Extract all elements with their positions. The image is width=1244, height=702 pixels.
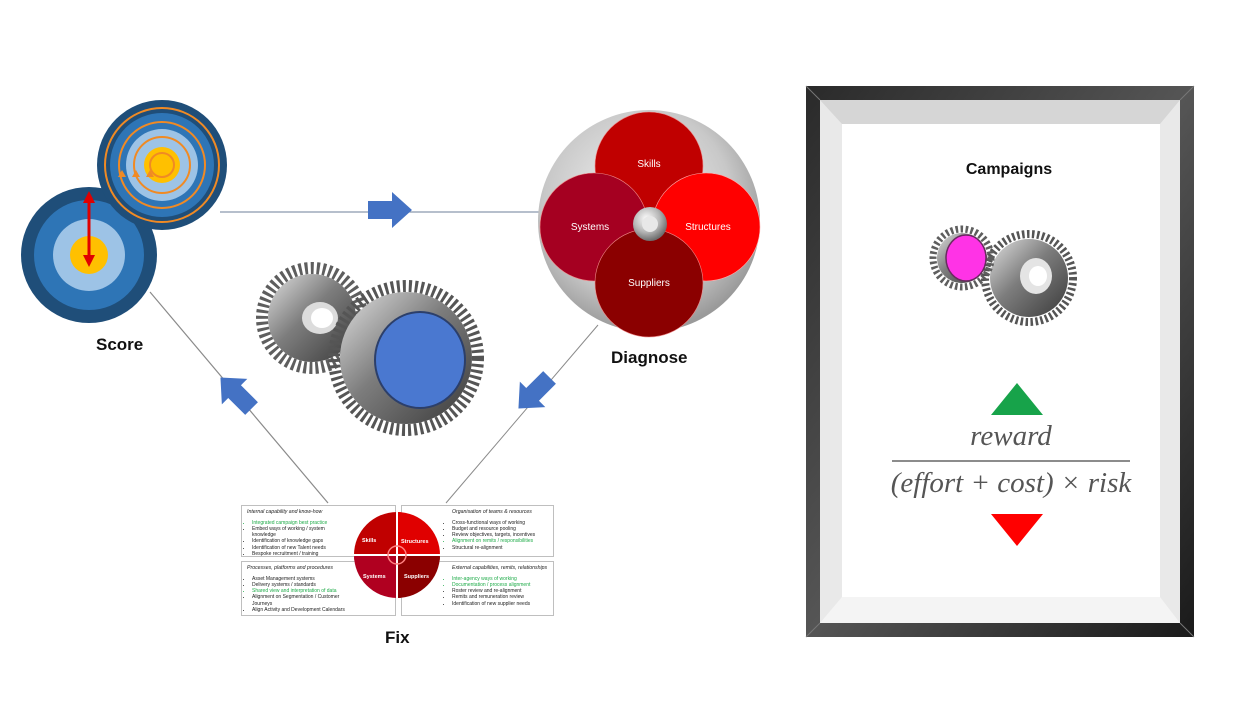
list-item: Shared view and interpretation of data (252, 588, 345, 594)
score-target-icon (21, 187, 157, 323)
list-item: Structural re-alignment (452, 545, 553, 551)
gear-face-blue (374, 311, 466, 409)
formula-numerator: reward (970, 420, 1052, 452)
diagnose-quadrant-suppliers-label: Suppliers (628, 278, 670, 289)
fix-panel-structures: Organisation of teams & resources Cross-… (401, 505, 554, 557)
panel-header: Processes, platforms and procedures (247, 565, 333, 571)
diagnose-label: Diagnose (611, 348, 688, 367)
list-item: Bespoke recruitment / training (252, 551, 345, 557)
diagnose-quadrant-systems-label: Systems (570, 222, 610, 233)
fix-wheel-structures-label: Structures (401, 539, 429, 545)
list-item: Cross-functional ways of working (452, 520, 553, 526)
fix-wheel-overlay (354, 512, 440, 598)
diagnose-quadrant-structures-label: Structures (685, 222, 731, 233)
list-item: Alignment on Segmentation / Customer Jou… (252, 594, 345, 607)
fix-wheel-suppliers-label: Suppliers (404, 574, 430, 580)
list-item: Inter-agency ways of working (452, 576, 553, 582)
arrow-down-left-icon (518, 371, 556, 409)
picture-frame (805, 85, 1195, 638)
panel-header: External capabilities, remits, relations… (452, 565, 548, 571)
list-item: Align Activity and Development Calendars (252, 607, 345, 613)
list-item: Budget and resource pooling (452, 526, 553, 532)
list-item: Documentation / process alignment (452, 582, 553, 588)
down-triangle-icon (991, 514, 1043, 546)
list-item: Review objectives, targets, incentives (452, 532, 553, 538)
formula-denominator: (effort + cost) × risk (890, 467, 1132, 499)
panel-header: Organisation of teams & resources (452, 509, 532, 515)
list-item: Identification of new supplier needs (452, 601, 553, 607)
list-item: Identification of knowledge gaps (252, 538, 345, 544)
gears-icon (256, 262, 484, 436)
campaign-gears-icon (929, 225, 1077, 326)
fix-wheel-systems-label: Systems (363, 574, 386, 580)
diagnose-clover (538, 110, 761, 338)
list-item: Alignment on remits / responsibilities (452, 538, 553, 544)
panel-header: Internal capability and know-how (247, 509, 323, 515)
campaigns-title: Campaigns (965, 161, 1053, 178)
list-item: Roster review and re-alignment (452, 588, 553, 594)
list-item: Remits and remuneration review (452, 594, 553, 600)
list-item: Asset Management systems (252, 576, 345, 582)
list-item: Integrated campaign best practice (252, 520, 345, 526)
score-label: Score (96, 335, 144, 354)
list-item: Identification of new Talent needs (252, 545, 345, 551)
list-item: Embed ways of working / system knowledge (252, 526, 345, 539)
fix-wheel-skills-label: Skills (362, 538, 377, 544)
arrow-up-left-icon (220, 377, 258, 415)
arrow-right-icon (368, 192, 412, 228)
up-triangle-icon (991, 383, 1043, 415)
diagnose-quadrant-skills-label: Skills (637, 159, 661, 170)
list-item: Delivery systems / standards (252, 582, 345, 588)
connector-diagnose-fix (445, 324, 599, 504)
score-target-rings-icon (97, 100, 227, 230)
fix-label: Fix (385, 628, 410, 647)
gear-face-magenta (945, 234, 987, 282)
